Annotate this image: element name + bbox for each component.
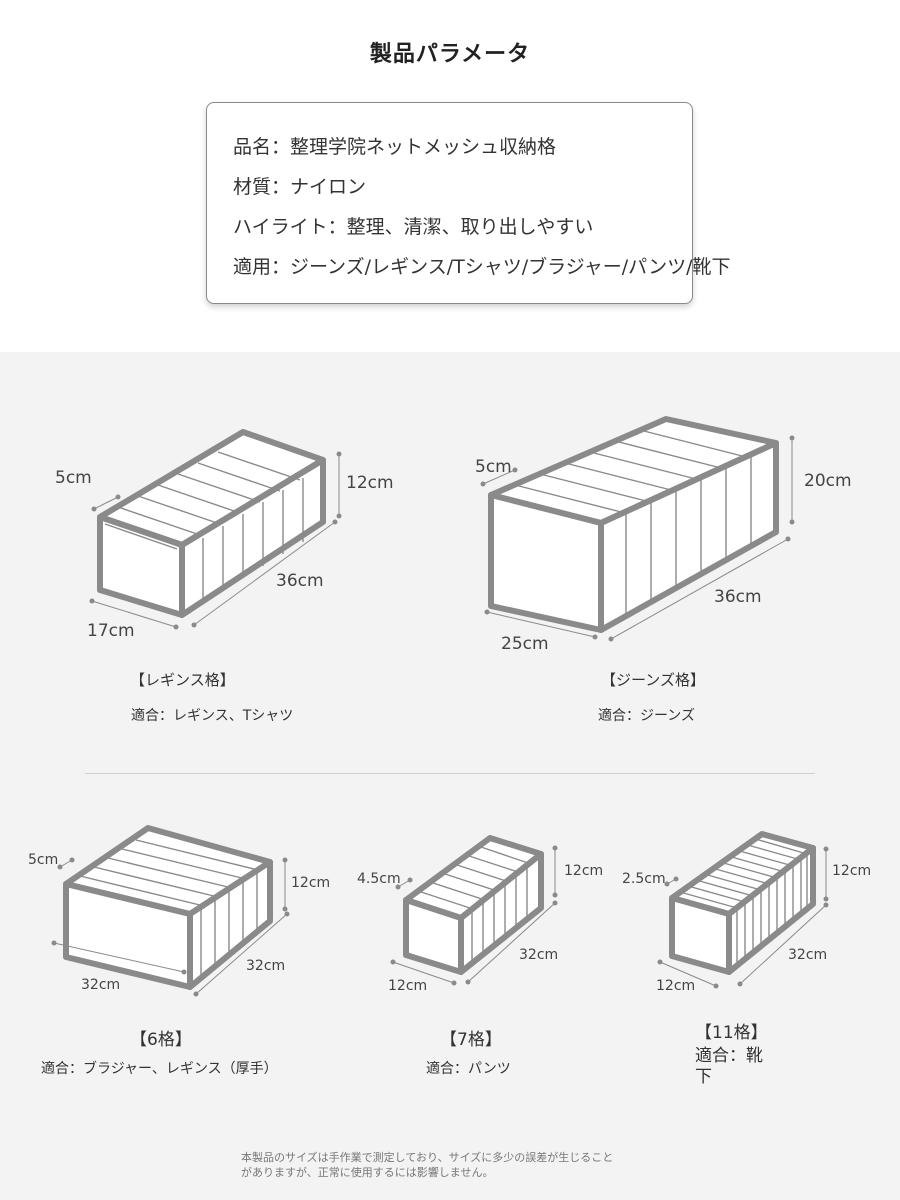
eleven-cell-label: 2.5cm [622,871,666,887]
seven-height-label: 12cm [564,863,604,879]
page-title: 製品パラメータ [369,42,531,67]
jeans-height-label: 20cm [804,471,852,491]
jeans-title: 【ジーンズ格】 [601,671,705,689]
seven-width-label: 12cm [388,978,428,994]
seven-usage: 適合：パンツ [426,1061,511,1077]
footnote-line1: 本製品のサイズは手作業で測定しており、サイズに多少の誤差が生じること [241,1151,614,1164]
eleven-usage-line1: 適合：靴 [695,1046,763,1066]
leggings-height-label: 12cm [346,473,394,493]
leggings-title: 【レギンス格】 [130,671,235,689]
seven-length-label: 32cm [519,947,559,963]
eleven-length-label: 32cm [788,947,828,963]
eleven-width-label: 12cm [656,978,696,994]
eleven-height-label: 12cm [832,863,872,879]
spec-material: 材質：ナイロン [233,176,367,198]
spec-product-name: 品名：整理学院ネットメッシュ収納格 [233,136,557,158]
jeans-length-label: 36cm [714,587,762,607]
six-width-label: 32cm [81,977,121,993]
six-title: 【6格】 [130,1030,192,1050]
leggings-length-label: 36cm [276,571,324,591]
seven-title: 【7格】 [440,1030,502,1050]
spec-usage: 適用：ジーンズ/レギンス/Tシャツ/ブラジャー/パンツ/靴下 [233,256,731,278]
eleven-usage-line2: 下 [695,1067,712,1087]
eleven-title: 【11格】 [695,1023,768,1043]
six-length-label: 32cm [246,958,286,974]
six-cell-label: 5cm [28,852,59,868]
section-divider [85,773,815,774]
jeans-usage: 適合：ジーンズ [598,708,696,724]
leggings-width-label: 17cm [87,621,135,641]
footnote: 本製品のサイズは手作業で測定しており、サイズに多少の誤差が生じること があります… [241,1150,613,1180]
spec-highlight: ハイライト：整理、清潔、取り出しやすい [233,216,594,238]
footnote-line2: がありますが、正常に使用するには影響しません。 [241,1166,494,1179]
jeans-width-label: 25cm [501,634,549,654]
spec-box: 品名：整理学院ネットメッシュ収納格 材質：ナイロン ハイライト：整理、清潔、取り… [206,102,731,304]
six-height-label: 12cm [291,875,331,891]
leggings-usage: 適合：レギンス、Tシャツ [131,708,294,724]
seven-cell-label: 4.5cm [357,871,401,887]
six-usage: 適合：ブラジャー、レギンス（厚手） [41,1061,278,1077]
jeans-cell-label: 5cm [475,457,512,477]
leggings-cell-label: 5cm [55,468,92,488]
